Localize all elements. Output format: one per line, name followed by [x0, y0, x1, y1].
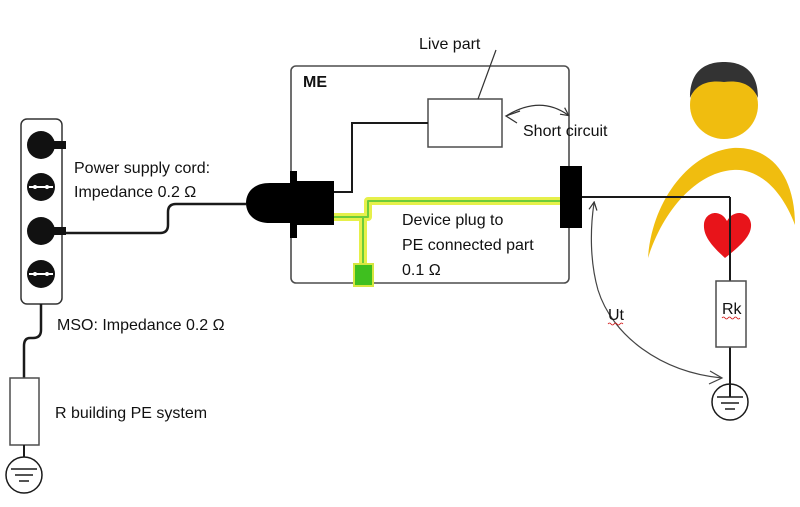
- applied-part-connector: [560, 166, 582, 228]
- heart-icon: [703, 212, 752, 258]
- ut-label: Ut: [608, 307, 625, 324]
- rk-spell-underline: [721, 316, 741, 320]
- person-icon: [648, 62, 795, 258]
- me-label: ME: [303, 74, 327, 91]
- live-part-box: [427, 98, 503, 148]
- socket-strip-icon: [20, 118, 66, 305]
- power-cord-line1: Power supply cord:: [74, 160, 210, 177]
- mso-wire: [22, 304, 43, 378]
- power-cord-line2: Impedance 0.2 Ω: [74, 184, 196, 201]
- plug-icon: [246, 171, 334, 238]
- mso-label: MSO: Impedance 0.2 Ω: [57, 317, 225, 334]
- live-wire: [330, 122, 428, 193]
- pe-conductor: [327, 197, 560, 287]
- ut-arrow: [591, 203, 723, 379]
- device-plug-line3: 0.1 Ω: [402, 262, 441, 279]
- device-plug-line2: PE connected part: [402, 237, 534, 254]
- ut-spell-underline: [607, 322, 624, 326]
- short-circuit-label: Short circuit: [523, 123, 608, 140]
- r-building-label: R building PE system: [55, 405, 207, 422]
- r-building-resistor: [9, 377, 40, 446]
- ground-icon: [711, 380, 749, 421]
- live-part-label: Live part: [419, 36, 481, 53]
- short-circuit-arrow: [505, 104, 568, 117]
- ground-icon: [5, 445, 43, 494]
- rk-label: Rk: [722, 301, 743, 318]
- device-plug-line1: Device plug to: [402, 212, 503, 229]
- rk-resistor: [715, 280, 747, 348]
- power-cord: [62, 202, 246, 235]
